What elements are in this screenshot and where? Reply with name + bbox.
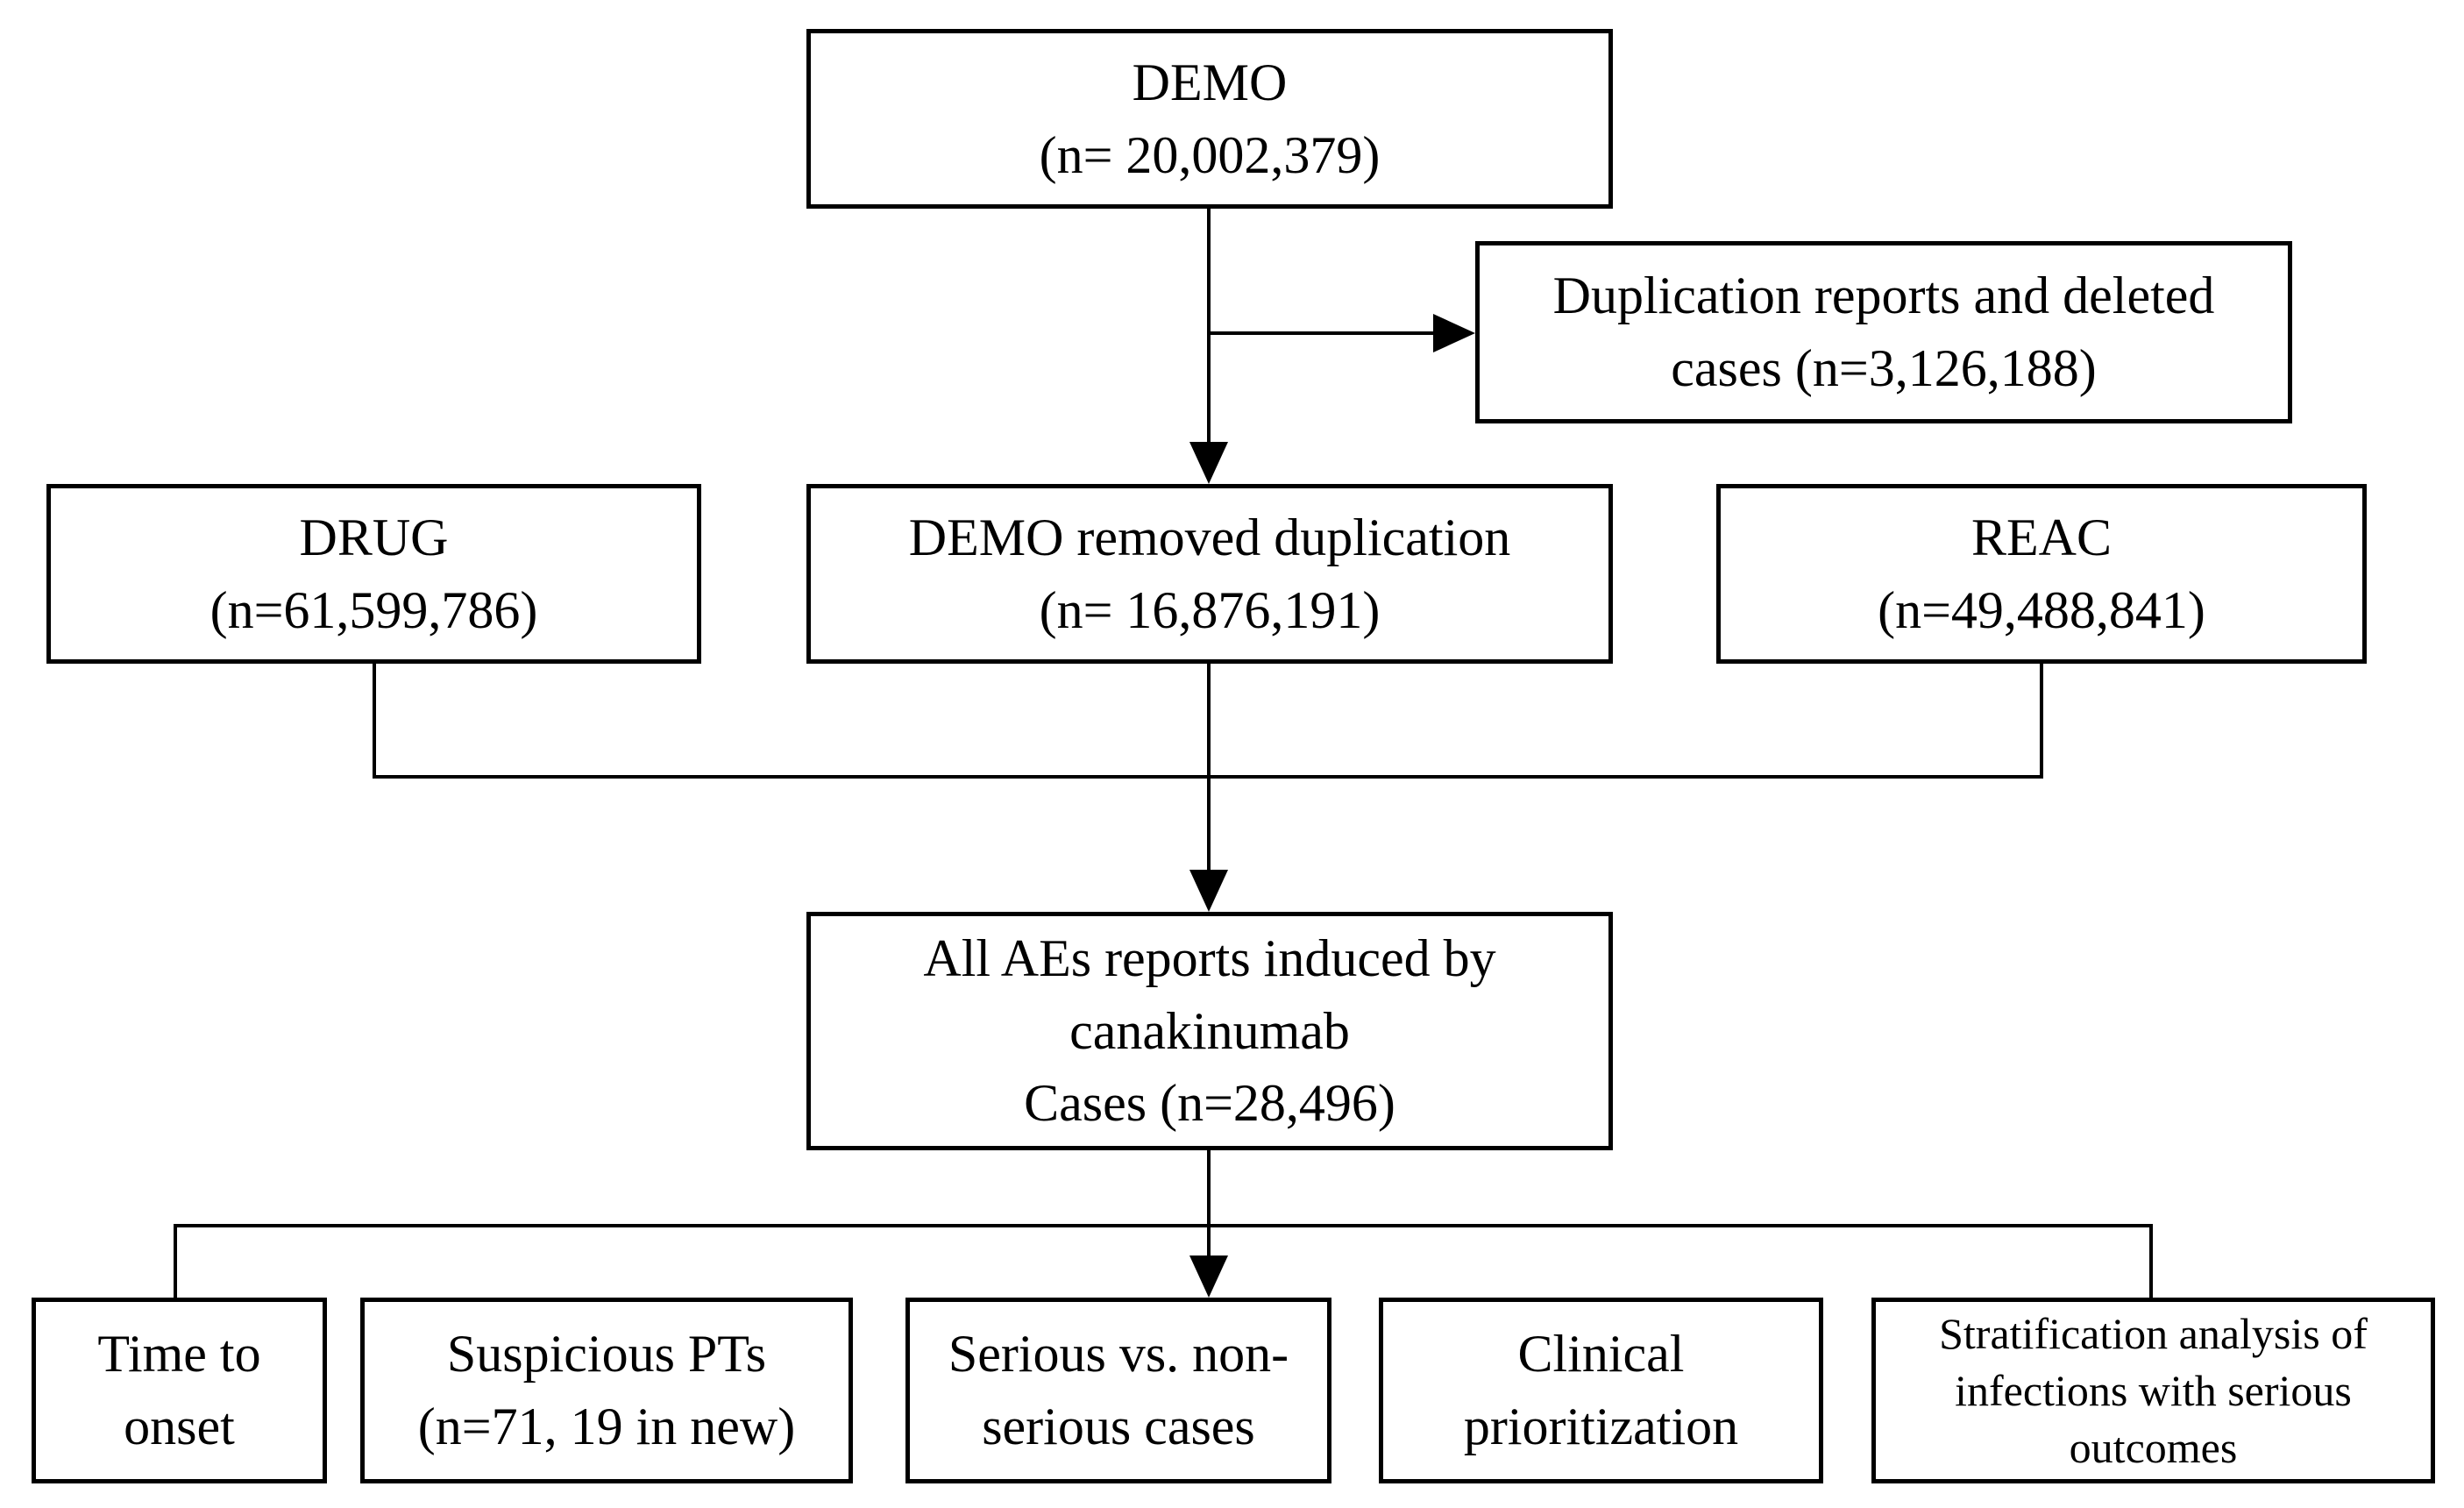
node-time-to-onset: Time to onset [32,1298,327,1483]
node-suspicious-pts-line2: (n=71, 19 in new) [417,1398,796,1455]
connector-branch-to-duplication [1209,331,1442,335]
arrowhead-into-serious [1189,1255,1228,1298]
node-drug: DRUG (n=61,599,786) [46,484,701,664]
node-duplication-reports: Duplication reports and deleted cases (n… [1475,241,2292,423]
node-demo-removed-line1: DEMO removed duplication [908,508,1511,566]
node-demo-removed-duplication: DEMO removed duplication (n= 16,876,191) [806,484,1613,664]
node-clinical-line2: prioritization [1463,1398,1739,1455]
node-all-aes-line2: canakinumab [1069,1001,1350,1060]
node-duplication-line2: cases (n=3,126,188) [1671,339,2097,397]
node-suspicious-pts-line1: Suspicious PTs [446,1325,767,1384]
node-stratification-line2: infections with serious [1955,1365,2352,1415]
node-all-aes-line3: Cases (n=28,496) [1024,1074,1395,1133]
node-time-to-onset-line2: onset [124,1398,235,1455]
node-drug-line1: DRUG [299,508,449,566]
arrowhead-into-duplication [1433,314,1475,352]
node-reac-line1: REAC [1970,508,2113,566]
connector-drug-stub [373,662,376,779]
connector-demo-to-demo-removed [1207,207,1211,452]
node-all-aes: All AEs reports induced by canakinumab C… [806,912,1613,1150]
node-clinical-line1: Clinical [1517,1325,1685,1384]
node-stratification-analysis: Stratification analysis of infections wi… [1871,1298,2435,1483]
arrowhead-into-demo-removed [1189,442,1228,484]
node-reac: REAC (n=49,488,841) [1716,484,2367,664]
connector-fanout-horizontal [174,1224,2153,1227]
node-demo-line2: (n= 20,002,379) [1039,125,1381,184]
node-time-to-onset-line1: Time to [97,1325,261,1384]
node-demo: DEMO (n= 20,002,379) [806,29,1613,209]
node-serious-vs-nonserious: Serious vs. non- serious cases [905,1298,1331,1483]
node-serious-line1: Serious vs. non- [948,1325,1289,1384]
node-serious-line2: serious cases [982,1398,1255,1455]
connector-to-all-aes [1207,662,1211,881]
node-stratification-line1: Stratification analysis of [1939,1308,2368,1358]
arrowhead-into-all-aes [1189,870,1228,912]
connector-stratification-stub [2149,1224,2153,1301]
node-demo-line1: DEMO [1132,53,1288,111]
node-demo-removed-line2: (n= 16,876,191) [1039,580,1381,639]
node-drug-line2: (n=61,599,786) [209,580,538,639]
connector-all-aes-down [1207,1150,1211,1270]
node-reac-line2: (n=49,488,841) [1878,580,2205,639]
node-duplication-line1: Duplication reports and deleted [1552,267,2215,325]
connector-time-to-onset-stub [174,1224,177,1301]
node-clinical-prioritization: Clinical prioritization [1379,1298,1823,1483]
connector-reac-stub [2040,662,2043,779]
node-all-aes-line1: All AEs reports induced by [923,928,1496,987]
node-suspicious-pts: Suspicious PTs (n=71, 19 in new) [360,1298,853,1483]
node-stratification-line3: outcomes [2069,1422,2238,1472]
